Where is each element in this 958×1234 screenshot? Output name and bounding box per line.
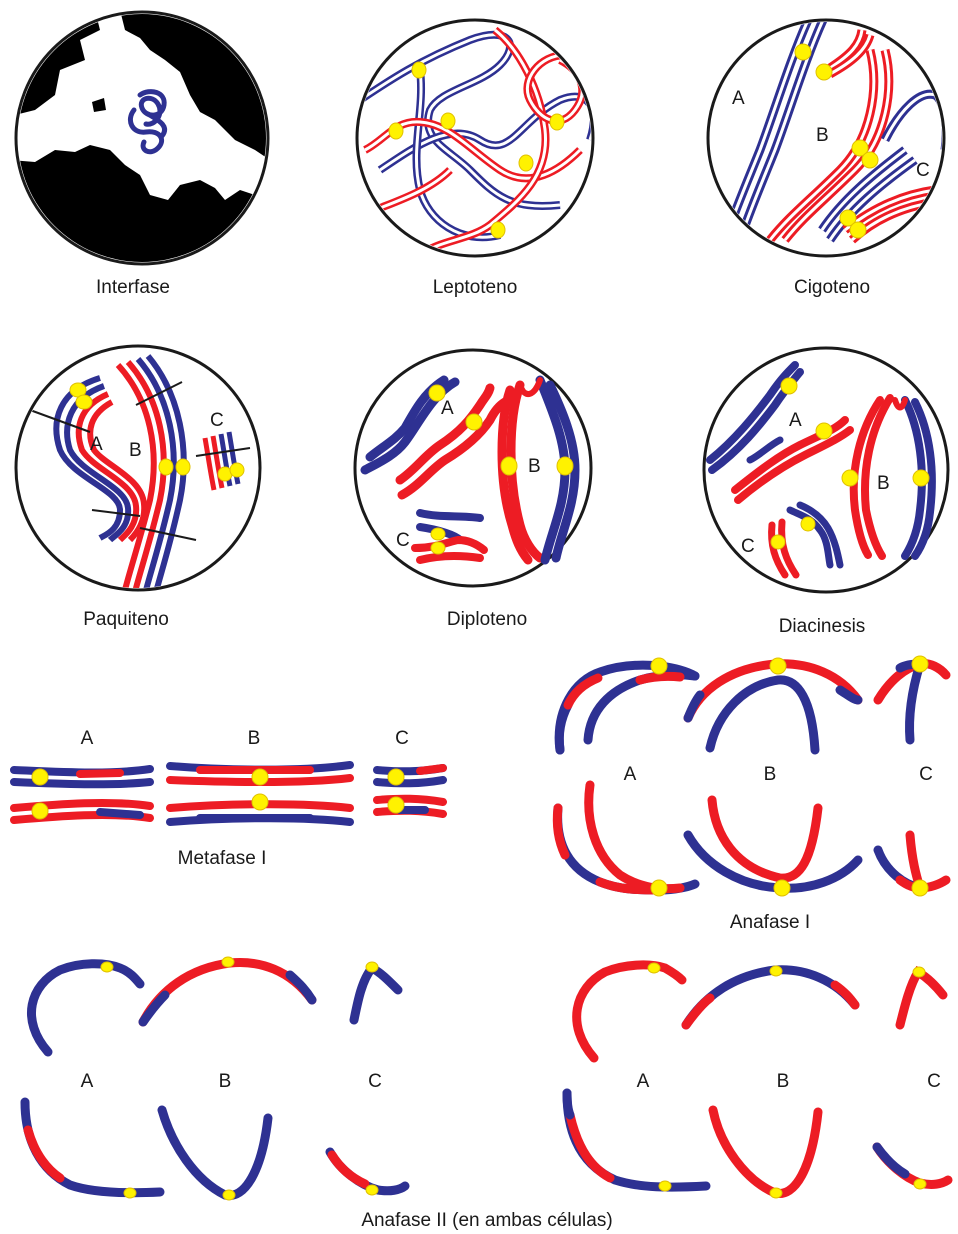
pachytene-bivalent-c bbox=[202, 431, 241, 491]
diacinesis-label-a: A bbox=[789, 410, 802, 431]
anaphase-ii-left-b-lower bbox=[157, 1105, 273, 1200]
diacinesis-label-c: C bbox=[741, 536, 755, 557]
diakinesis-bivalent-a bbox=[706, 361, 854, 504]
anaphase-i-c-lower bbox=[873, 830, 951, 893]
anaphase-ii-left-centromeres bbox=[100, 956, 379, 1201]
cigoteno-label-b: B bbox=[816, 125, 829, 146]
anaphase-ii-left-b-upper bbox=[138, 957, 317, 1027]
anaphase-i-c-upper bbox=[873, 659, 951, 745]
anaphase-ii-right-c-upper bbox=[895, 965, 948, 1030]
anaphase-i-a-upper bbox=[554, 660, 700, 755]
anaphase-i-a-lower bbox=[552, 780, 700, 895]
cigoteno-label-a: A bbox=[732, 88, 745, 109]
pachytene-centromeres bbox=[69, 382, 245, 482]
zygotene-pair-b bbox=[766, 29, 894, 243]
diplotene-centromeres bbox=[428, 384, 574, 555]
anafase-i-label-a: A bbox=[624, 764, 637, 785]
anaphase-ii-right-b-upper bbox=[681, 965, 860, 1030]
diploteno-cell: A B C bbox=[353, 348, 593, 588]
cigoteno-cell: A B C bbox=[706, 18, 946, 258]
anaphase-i-b-upper bbox=[683, 659, 863, 755]
anafase-ii-left-cell: A B C bbox=[20, 956, 410, 1201]
cigoteno-label-c: C bbox=[916, 160, 930, 181]
anaphase-i-b-lower bbox=[683, 795, 863, 893]
diploteno-label-c: C bbox=[396, 530, 410, 551]
stage-label-anafase-ii: Anafase II (en ambas células) bbox=[361, 1210, 612, 1231]
diakinesis-bivalent-c bbox=[768, 501, 844, 579]
diakinesis-bivalent-b bbox=[849, 394, 936, 560]
anafase-ii-left-label-b: B bbox=[219, 1071, 232, 1092]
metafase-label-b: B bbox=[248, 728, 261, 749]
diploteno-label-a: A bbox=[441, 398, 454, 419]
anaphase-ii-right-centromeres bbox=[647, 962, 927, 1199]
stage-label-interfase: Interfase bbox=[96, 277, 170, 298]
metafase-i-group: A B C bbox=[10, 728, 447, 826]
metaphase-centromeres bbox=[31, 768, 405, 820]
diploteno-label-b: B bbox=[528, 456, 541, 477]
anaphase-ii-right-c-lower bbox=[872, 1142, 953, 1189]
anafase-ii-right-cell: A B C bbox=[562, 960, 953, 1199]
anafase-ii-right-label-c: C bbox=[927, 1071, 941, 1092]
crossover-lines bbox=[29, 381, 251, 541]
anaphase-ii-left-c-upper bbox=[349, 962, 403, 1025]
anaphase-ii-right-b-lower bbox=[708, 1105, 823, 1198]
paquiteno-cell: A B C bbox=[14, 344, 262, 592]
diacinesis-cell: A B C bbox=[702, 346, 950, 594]
diakinesis-centromeres bbox=[770, 377, 930, 550]
leptotene-centromeres bbox=[388, 61, 565, 239]
stage-label-leptoteno: Leptoteno bbox=[433, 277, 518, 298]
zygotene-centromeres bbox=[794, 43, 879, 239]
anaphase-ii-left-c-lower bbox=[325, 1147, 410, 1196]
interphase-chromatin-tangle bbox=[128, 89, 168, 155]
anaphase-ii-right-a-lower bbox=[562, 1088, 711, 1192]
anaphase-ii-right-a-upper bbox=[572, 960, 687, 1063]
leptoteno-cell bbox=[355, 18, 595, 258]
anaphase-i-centromeres bbox=[650, 655, 929, 897]
anaphase-ii-left-a-upper bbox=[27, 959, 145, 1057]
stage-label-paquiteno: Paquiteno bbox=[83, 609, 169, 630]
interfase-cell bbox=[14, 10, 270, 266]
anafase-ii-left-label-a: A bbox=[81, 1071, 94, 1092]
anaphase-ii-left-a-lower bbox=[20, 1097, 165, 1198]
pachytene-bivalent-b bbox=[115, 354, 187, 588]
anafase-i-label-b: B bbox=[764, 764, 777, 785]
diplotene-bivalent-b bbox=[497, 375, 580, 565]
diacinesis-label-b: B bbox=[877, 473, 890, 494]
stage-label-metafase-i: Metafase I bbox=[178, 848, 267, 869]
paquiteno-label-c: C bbox=[210, 410, 224, 431]
metaphase-bivalent-c bbox=[373, 764, 447, 818]
metafase-label-c: C bbox=[395, 728, 409, 749]
anafase-ii-left-label-c: C bbox=[368, 1071, 382, 1092]
paquiteno-label-b: B bbox=[129, 440, 142, 461]
stage-label-diploteno: Diploteno bbox=[447, 609, 527, 630]
paquiteno-label-a: A bbox=[90, 434, 103, 455]
stage-label-cigoteno: Cigoteno bbox=[794, 277, 870, 298]
metafase-label-a: A bbox=[81, 728, 94, 749]
stage-label-diacinesis: Diacinesis bbox=[779, 616, 866, 637]
anafase-i-label-c: C bbox=[919, 764, 933, 785]
stage-label-anafase-i: Anafase I bbox=[730, 912, 810, 933]
anafase-ii-right-label-a: A bbox=[637, 1071, 650, 1092]
anafase-ii-right-label-b: B bbox=[777, 1071, 790, 1092]
metaphase-bivalent-a bbox=[10, 765, 154, 824]
anafase-i-group: A B C bbox=[552, 655, 951, 897]
